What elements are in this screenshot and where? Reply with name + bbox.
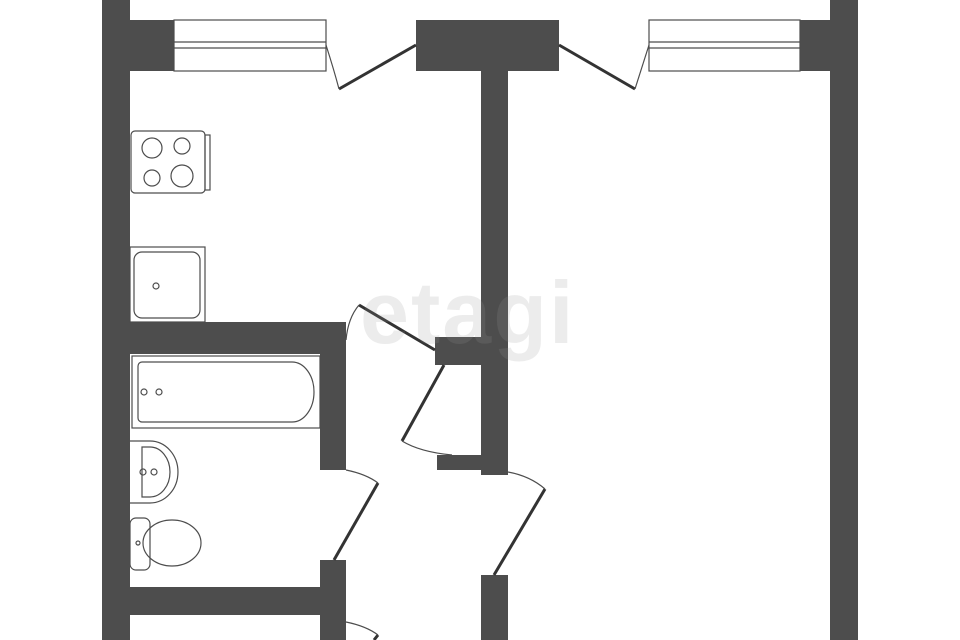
door-living-balcony: [558, 43, 650, 91]
washbasin-icon: [130, 440, 179, 504]
window-kitchen: [173, 19, 327, 72]
door-living-room: [492, 471, 547, 576]
door-kitchen-balcony: [325, 43, 417, 91]
walls: [102, 0, 858, 640]
door-lower: [345, 621, 380, 640]
door-hall-closet: [400, 364, 453, 456]
stove-icon: [130, 130, 211, 194]
door-bathroom: [332, 469, 380, 561]
door-kitchen: [345, 303, 436, 352]
window-living-room: [648, 19, 801, 72]
toilet-icon: [129, 517, 202, 571]
bathtub-icon: [131, 355, 321, 429]
sink-icon: [129, 246, 206, 323]
